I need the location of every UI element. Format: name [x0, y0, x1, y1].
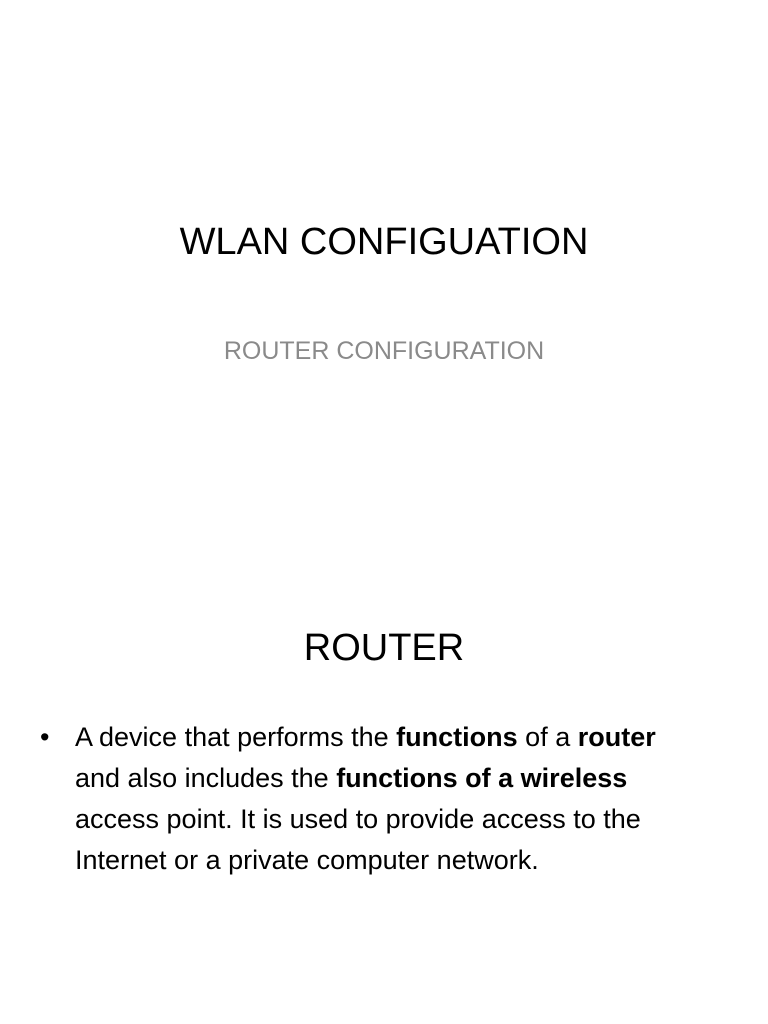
slide-router-heading: ROUTER	[303, 627, 465, 669]
bullet-marker: •	[40, 722, 50, 752]
bullet-bold-functions-wireless: functions of a wireless	[336, 763, 628, 793]
slide-title-heading: WLAN CONFIGUATION	[179, 221, 589, 263]
slide-title: WLAN CONFIGUATION ROUTER CONFIGURATION	[179, 221, 589, 365]
bullet-text-2: of a	[517, 722, 578, 752]
bullet-text-3: and also includes the	[75, 763, 337, 793]
slide-subtitle: ROUTER CONFIGURATION	[223, 337, 545, 365]
bullet-text-4: access point. It is used to provide acce…	[75, 804, 641, 875]
bullet-text-1: A device that performs the	[75, 722, 397, 752]
bullet-bold-functions: functions	[396, 722, 518, 752]
bullet-item: • A device that performs the functions of…	[40, 717, 700, 881]
bullet-list: • A device that performs the functions of…	[40, 717, 700, 881]
slide-router: ROUTER • A device that performs the funct…	[0, 512, 768, 1024]
bullet-bold-router: router	[577, 722, 656, 752]
